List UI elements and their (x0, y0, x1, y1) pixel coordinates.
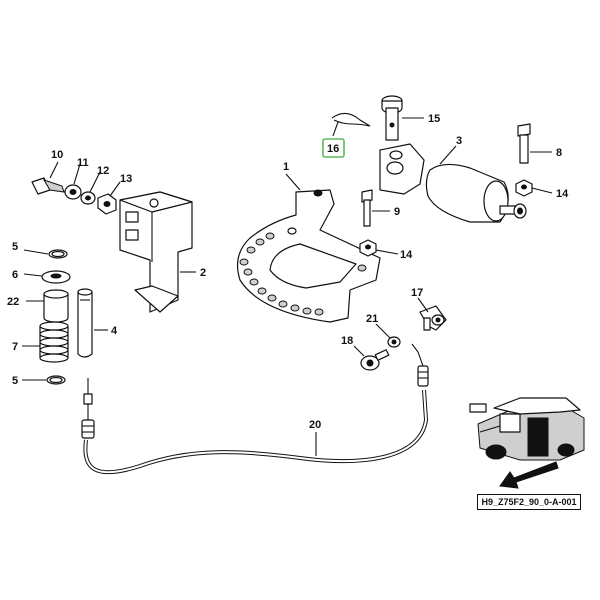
callout-13: 13 (120, 173, 132, 185)
nut-14-right-part (515, 179, 533, 197)
washer-6-part (41, 270, 71, 284)
callout-1: 1 (283, 161, 289, 173)
cylinder-3-part (379, 143, 527, 223)
callout-labels: 1 2 3 4 5 6 22 7 5 8 9 10 11 12 13 14 14… (7, 113, 569, 431)
callout-9: 9 (394, 206, 400, 218)
direction-arrow-icon (499, 461, 559, 489)
callout-4: 4 (111, 325, 118, 337)
nut-13-part (97, 193, 117, 215)
callout-20: 20 (309, 419, 321, 431)
machine-orientation-inset (469, 397, 585, 489)
o-ring-5-top-part (48, 249, 68, 259)
bolt-10-part (31, 177, 65, 195)
callout-8: 8 (556, 147, 562, 159)
callout-5-bottom: 5 (12, 375, 18, 387)
callout-22: 22 (7, 296, 19, 308)
sleeve-22-part (43, 289, 69, 323)
callout-5-top: 5 (12, 241, 18, 253)
callout-6: 6 (12, 269, 18, 281)
callout-14-right: 14 (556, 188, 569, 200)
callout-16[interactable]: 16 (327, 143, 339, 155)
reference-code-label: H9_Z75F2_90_0-A-001 (477, 494, 581, 510)
callout-7: 7 (12, 341, 18, 353)
callout-15: 15 (428, 113, 440, 125)
clip-16-part (331, 112, 371, 127)
callout-2: 2 (200, 267, 206, 279)
washer-11-part (64, 184, 82, 200)
lever-17-part (419, 305, 447, 331)
cable-20-part (81, 343, 429, 475)
o-ring-5-bottom-part (46, 375, 66, 385)
callout-17: 17 (411, 287, 423, 299)
washer-12-part (80, 191, 96, 205)
callout-12: 12 (97, 165, 109, 177)
callout-11: 11 (77, 157, 89, 169)
callout-21: 21 (366, 313, 378, 325)
pin-15-part (381, 95, 403, 141)
spring-7-part (39, 321, 69, 363)
bolt-8-part (517, 123, 531, 164)
callout-18: 18 (341, 335, 353, 347)
pin-4-part (77, 288, 93, 358)
bolt-9-part (361, 189, 373, 227)
washer-21-part (387, 336, 401, 348)
bolt-18-part (360, 349, 390, 371)
highlight-box-16 (322, 138, 345, 158)
leader-lines (22, 117, 553, 456)
bracket-part (119, 191, 193, 313)
callout-14-middle: 14 (400, 249, 413, 261)
callout-3: 3 (456, 135, 462, 147)
callout-10: 10 (51, 149, 63, 161)
nut-14-middle-part (359, 239, 377, 257)
quadrant-plate-part (237, 189, 381, 323)
